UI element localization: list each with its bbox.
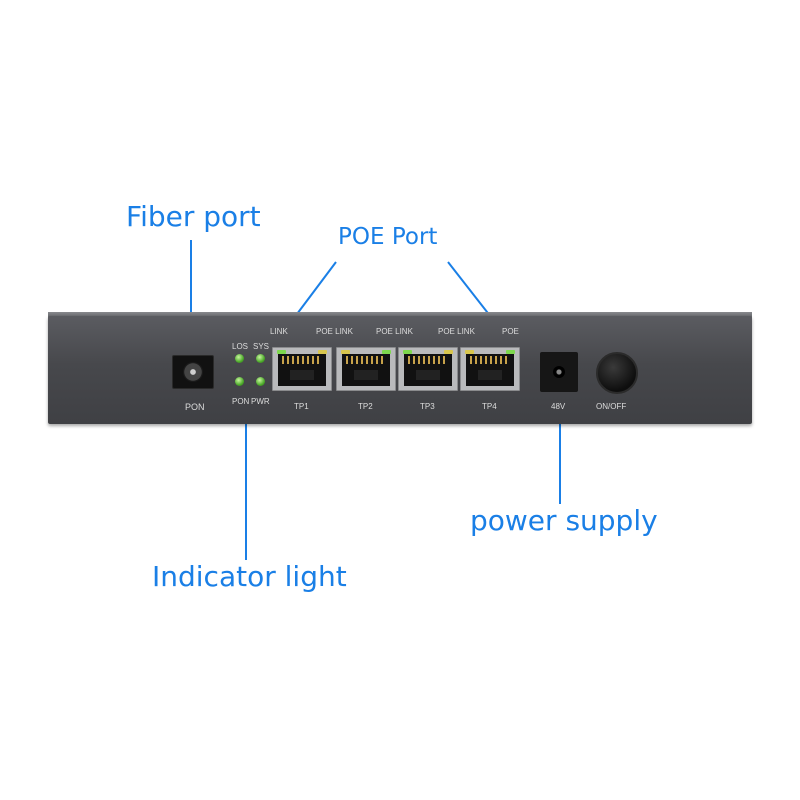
poe-port-callout: POE Port [338, 224, 438, 250]
port-label-tp4: TP4 [482, 402, 497, 411]
top-label-poe: POE [502, 327, 519, 336]
pon-port-label: PON [185, 402, 205, 412]
indicator-light-callout: Indicator light [152, 560, 347, 593]
poe-port-tp3 [398, 347, 458, 391]
top-label-poe-link-1: POE LINK [316, 327, 353, 336]
poe-port-tp2 [336, 347, 396, 391]
led-sys [256, 354, 265, 363]
power-jack-label: 48V [551, 402, 566, 411]
led-label-sys: SYS [253, 342, 270, 351]
led-label-pwr: PWR [251, 397, 270, 406]
led-pon [235, 377, 244, 386]
fiber-port-callout: Fiber port [126, 200, 261, 233]
onu-device-front-panel: PON LOS SYS PON PWR LINK POE LINK POE LI… [48, 316, 752, 424]
led-label-pon: PON [232, 397, 250, 406]
led-label-los: LOS [232, 342, 249, 351]
poe-port-tp4 [460, 347, 520, 391]
port-label-tp2: TP2 [358, 402, 373, 411]
device-top-edge [48, 312, 752, 318]
led-los [235, 354, 244, 363]
power-jack [540, 352, 578, 392]
power-switch-label: ON/OFF [596, 402, 627, 411]
power-switch [596, 352, 638, 394]
top-label-poe-link-2: POE LINK [376, 327, 413, 336]
top-label-link: LINK [270, 327, 288, 336]
fiber-port [172, 355, 214, 389]
top-label-poe-link-3: POE LINK [438, 327, 475, 336]
led-pwr [256, 377, 265, 386]
fiber-port-ferrule [183, 362, 203, 382]
power-supply-callout: power supply [470, 504, 658, 537]
poe-port-tp1 [272, 347, 332, 391]
port-label-tp1: TP1 [294, 402, 309, 411]
port-label-tp3: TP3 [420, 402, 435, 411]
